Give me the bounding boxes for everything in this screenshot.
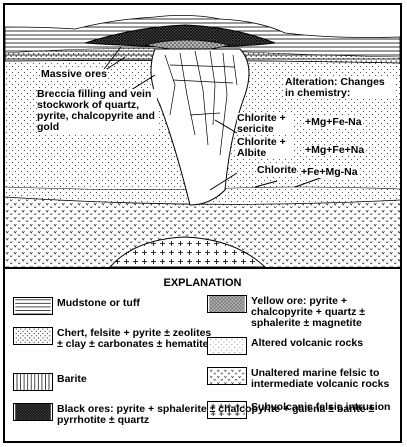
chlorite-sericite-label: Chlorite + sericite	[237, 113, 293, 135]
altered-swatch	[207, 337, 247, 355]
chemistry-3: +Fe+Mg-Na	[301, 166, 358, 178]
chert-swatch	[13, 327, 53, 345]
chemistry-1: +Mg+Fe-Na	[305, 116, 362, 128]
alteration-title: Alteration: Changes in chemistry:	[285, 77, 395, 99]
breccia-label: Breccia filling and vein stockwork of qu…	[37, 89, 157, 133]
legend: EXPLANATION Mudstone or tuff Chert, fels…	[5, 267, 400, 443]
chlorite-albite-label: Chlorite + Albite	[237, 137, 293, 159]
stockwork-veins	[164, 50, 238, 156]
subvolcanic-intrusion	[109, 236, 266, 267]
chemistry-2: +Mg+Fe+Na	[305, 144, 365, 156]
diagram-frame: Massive ores Breccia filling and vein st…	[3, 3, 402, 443]
barite-swatch	[13, 373, 53, 391]
yellow-ore-swatch	[207, 295, 247, 313]
geologic-cross-section	[5, 15, 400, 267]
legend-title: EXPLANATION	[163, 277, 242, 289]
intrusion-swatch	[207, 401, 247, 419]
massive-ores-label: Massive ores	[41, 68, 107, 80]
black-ore-swatch	[13, 403, 53, 421]
chlorite-label: Chlorite	[257, 164, 297, 176]
stockwork-pipe	[150, 48, 250, 206]
mudstone-swatch	[13, 297, 53, 315]
unaltered-swatch	[207, 367, 247, 385]
